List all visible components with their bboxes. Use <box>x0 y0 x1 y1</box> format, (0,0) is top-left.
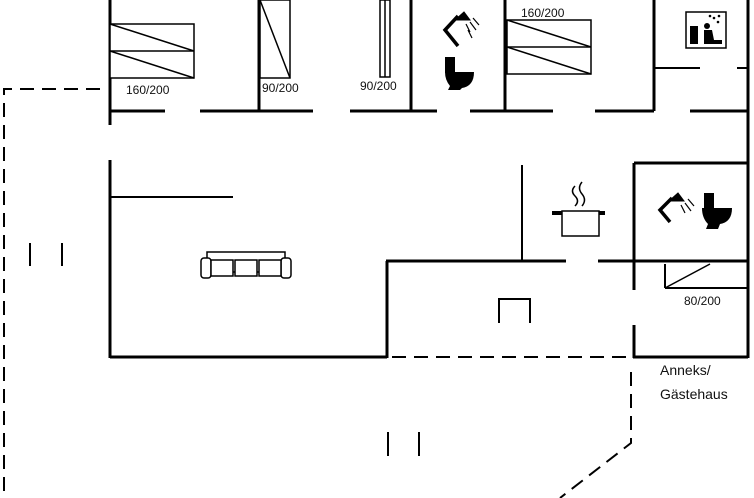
toilet-icon <box>445 57 474 90</box>
cooking-pot-icon <box>552 181 605 237</box>
double-bed-2 <box>506 19 592 75</box>
single-bed-2 <box>379 0 391 78</box>
annex-label-line1: Anneks/ <box>660 362 711 378</box>
bed-size-label: 90/200 <box>262 81 299 95</box>
toilet-icon-annex <box>702 193 732 229</box>
table-icon <box>498 298 531 323</box>
double-bed-1 <box>109 23 195 79</box>
annex-label-line2: Gästehaus <box>660 386 728 402</box>
shower-icon <box>442 11 480 48</box>
bed-size-label: 160/200 <box>126 83 170 97</box>
sauna-icon <box>685 11 727 49</box>
single-bed-annex <box>664 263 711 289</box>
bed-size-label: 90/200 <box>360 79 397 93</box>
bed-size-label: 80/200 <box>684 294 721 308</box>
bed-size-label: 160/200 <box>521 6 565 20</box>
single-bed-1 <box>259 0 291 79</box>
terrace-outline <box>559 372 632 498</box>
terrace-outline <box>3 88 100 498</box>
shower-icon-annex <box>657 192 695 224</box>
sofa-icon <box>200 251 292 279</box>
